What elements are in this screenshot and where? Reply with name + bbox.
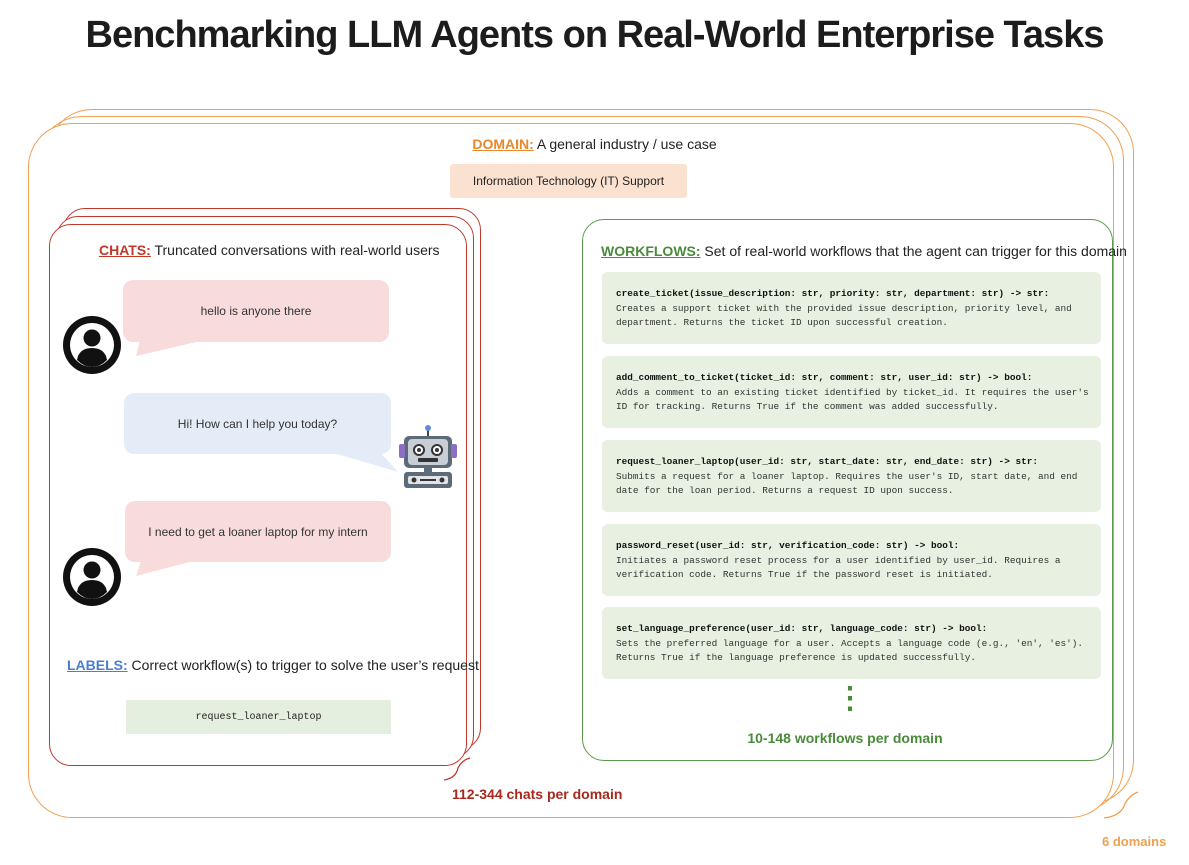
workflow-description: Sets the preferred language for a user. …	[616, 637, 1083, 664]
workflow-signature: create_ticket(issue_description: str, pr…	[616, 288, 1050, 299]
labels-key: LABELS:	[67, 657, 128, 673]
chats-label: CHATS: Truncated conversations with real…	[99, 242, 440, 258]
domain-label: DOMAIN: A general industry / use case	[400, 136, 789, 152]
user-avatar-icon	[63, 316, 121, 374]
bot-bubble-tail	[330, 452, 398, 472]
labels-description: Correct workflow(s) to trigger to solve …	[127, 657, 479, 673]
workflows-ellipsis: ⋮	[835, 682, 865, 715]
workflows-label: WORKFLOWS: Set of real-world workflows t…	[601, 243, 1127, 259]
workflow-card: password_reset(user_id: str, verificatio…	[602, 524, 1101, 596]
label-value-chip: request_loaner_laptop	[126, 700, 391, 734]
chat-message-user-2: I need to get a loaner laptop for my int…	[125, 501, 391, 562]
workflow-card: request_loaner_laptop(user_id: str, star…	[602, 440, 1101, 512]
user-bubble-tail-2	[136, 558, 205, 576]
labels-label: LABELS: Correct workflow(s) to trigger t…	[67, 657, 479, 673]
workflows-key: WORKFLOWS:	[601, 243, 701, 259]
workflow-card: set_language_preference(user_id: str, la…	[602, 607, 1101, 679]
robot-icon	[399, 425, 457, 488]
domains-count: 6 domains	[1102, 834, 1167, 849]
workflows-count: 10-148 workflows per domain	[747, 730, 943, 746]
domains-stack-brace	[1103, 791, 1139, 819]
workflow-description: Adds a comment to an existing ticket ide…	[616, 386, 1089, 413]
workflow-description: Submits a request for a loaner laptop. R…	[616, 470, 1078, 497]
chats-stack-brace	[443, 757, 471, 781]
workflow-description: Initiates a password reset process for a…	[616, 554, 1061, 581]
workflow-signature: add_comment_to_ticket(ticket_id: str, co…	[616, 372, 1033, 383]
user-bubble-tail-1	[136, 340, 205, 356]
chat-message-agent-1: Hi! How can I help you today?	[124, 393, 391, 454]
chat-message-user-1: hello is anyone there	[123, 280, 389, 342]
workflow-signature: set_language_preference(user_id: str, la…	[616, 623, 988, 634]
workflow-signature: password_reset(user_id: str, verificatio…	[616, 540, 960, 551]
workflow-card: add_comment_to_ticket(ticket_id: str, co…	[602, 356, 1101, 428]
workflow-card: create_ticket(issue_description: str, pr…	[602, 272, 1101, 344]
domain-description: A general industry / use case	[533, 136, 717, 152]
chats-count: 112-344 chats per domain	[452, 786, 623, 802]
domain-example-chip: Information Technology (IT) Support	[450, 164, 687, 198]
domain-key: DOMAIN:	[472, 136, 534, 152]
user-avatar-icon	[63, 548, 121, 606]
workflows-description: Set of real-world workflows that the age…	[700, 243, 1127, 259]
workflow-description: Creates a support ticket with the provid…	[616, 302, 1072, 329]
chats-description: Truncated conversations with real-world …	[150, 242, 440, 258]
page-title: Benchmarking LLM Agents on Real-World En…	[85, 14, 1105, 56]
chats-key: CHATS:	[99, 242, 151, 258]
workflow-signature: request_loaner_laptop(user_id: str, star…	[616, 456, 1038, 467]
